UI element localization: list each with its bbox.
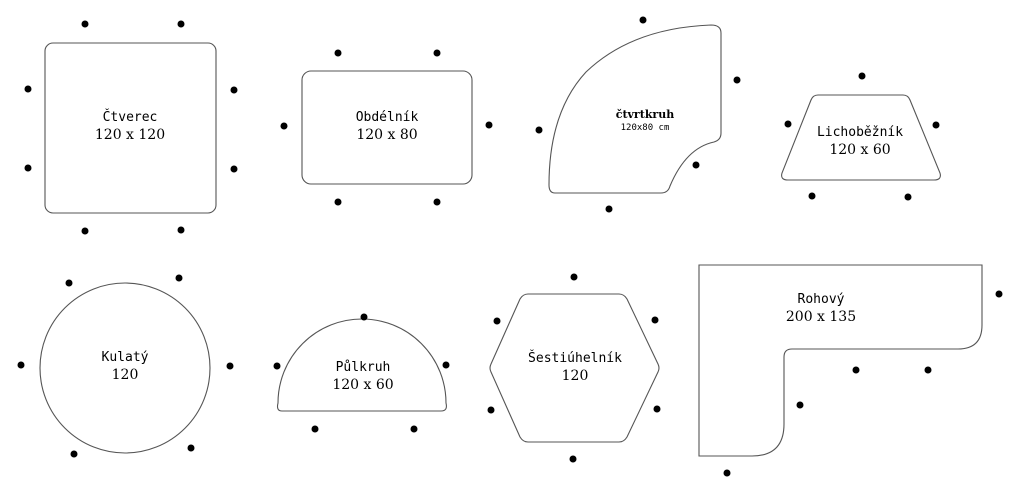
trapezoid-label: Lichoběžník 120 x 60 bbox=[817, 125, 903, 159]
seat bbox=[924, 366, 932, 374]
rectangle-label: Obdélník 120 x 80 bbox=[356, 110, 419, 144]
seat bbox=[65, 279, 73, 287]
table-corner bbox=[698, 264, 1003, 477]
rectangle-table-outline bbox=[301, 70, 473, 185]
seat bbox=[175, 274, 183, 282]
seat bbox=[796, 401, 804, 409]
table-name: Obdélník bbox=[355, 110, 419, 125]
seat bbox=[280, 122, 288, 130]
seat bbox=[784, 120, 792, 128]
seat bbox=[858, 72, 866, 80]
square-table-outline bbox=[44, 42, 217, 214]
seat bbox=[24, 85, 32, 93]
seat bbox=[570, 273, 578, 281]
seat bbox=[177, 20, 185, 28]
square-label: Čtverec 120 x 120 bbox=[95, 110, 165, 144]
table-round bbox=[17, 274, 234, 458]
table-name: Čtverec bbox=[102, 110, 158, 125]
seat bbox=[273, 362, 281, 370]
table-name: Šestiúhelník bbox=[528, 351, 622, 366]
seat bbox=[852, 366, 860, 374]
seat bbox=[493, 317, 501, 325]
seat bbox=[17, 361, 25, 369]
seat bbox=[433, 198, 441, 206]
quarter-circle-table-outline bbox=[548, 24, 722, 194]
hexagon-seats bbox=[487, 273, 661, 463]
table-quarter-circle bbox=[535, 16, 741, 213]
seat bbox=[733, 76, 741, 84]
table-name: Kulatý bbox=[101, 350, 149, 365]
seat bbox=[692, 161, 700, 169]
hexagon-label: Šestiúhelník 120 bbox=[528, 351, 622, 385]
seat bbox=[81, 227, 89, 235]
table-dimensions: 120 bbox=[561, 368, 589, 384]
quarter-circle-label: čtvrtkruh 120x80 cm bbox=[616, 108, 674, 134]
seat bbox=[360, 313, 368, 321]
rectangle-seats bbox=[280, 49, 493, 206]
round-table-outline bbox=[39, 282, 211, 454]
table-trapezoid bbox=[781, 72, 941, 201]
table-name: Půlkruh bbox=[335, 360, 391, 375]
table-name: Lichoběžník bbox=[816, 125, 904, 140]
seat bbox=[187, 444, 195, 452]
round-label: Kulatý 120 bbox=[102, 350, 149, 384]
table-dimensions: 120 x 80 bbox=[356, 127, 418, 143]
corner-table-outline bbox=[698, 264, 983, 457]
square-seats bbox=[24, 20, 238, 235]
table-dimensions: 120x80 cm bbox=[620, 123, 670, 133]
table-dimensions: 120 x 60 bbox=[829, 142, 891, 158]
table-hexagon bbox=[487, 273, 661, 463]
seat bbox=[433, 49, 441, 57]
seat bbox=[334, 49, 342, 57]
round-seats bbox=[17, 274, 234, 458]
seat bbox=[569, 455, 577, 463]
seat bbox=[651, 316, 659, 324]
seat bbox=[226, 362, 234, 370]
seat bbox=[410, 425, 418, 433]
seat bbox=[723, 469, 731, 477]
half-circle-seats bbox=[273, 313, 450, 433]
corner-seats bbox=[723, 290, 1003, 477]
corner-label: Rohový 200 x 135 bbox=[786, 292, 856, 326]
table-dimensions: 120 bbox=[111, 367, 139, 383]
table-square bbox=[24, 20, 238, 235]
seat bbox=[808, 192, 816, 200]
seat bbox=[24, 164, 32, 172]
seat bbox=[70, 450, 78, 458]
hexagon-table-outline bbox=[489, 293, 660, 443]
seat bbox=[81, 20, 89, 28]
table-dimensions: 120 x 120 bbox=[94, 127, 166, 143]
quarter-circle-seats bbox=[535, 16, 741, 213]
table-half-circle bbox=[273, 313, 450, 433]
seat bbox=[485, 121, 493, 129]
table-dimensions: 200 x 135 bbox=[785, 309, 857, 325]
seat bbox=[653, 405, 661, 413]
trapezoid-table-outline bbox=[781, 94, 941, 181]
seat bbox=[442, 361, 450, 369]
table-rectangle bbox=[280, 49, 493, 206]
seat bbox=[230, 165, 238, 173]
seat bbox=[311, 425, 319, 433]
trapezoid-seats bbox=[784, 72, 940, 201]
seat bbox=[487, 406, 495, 414]
half-circle-label: Půlkruh 120 x 60 bbox=[332, 360, 393, 394]
table-dimensions: 120 x 60 bbox=[332, 377, 394, 393]
seat bbox=[605, 205, 613, 213]
table-name: Rohový bbox=[797, 292, 845, 307]
seat bbox=[334, 198, 342, 206]
seat bbox=[177, 226, 185, 234]
seat bbox=[932, 121, 940, 129]
seat bbox=[639, 16, 647, 24]
seat bbox=[535, 126, 543, 134]
seat bbox=[904, 193, 912, 201]
seat bbox=[995, 290, 1003, 298]
table-name: čtvrtkruh bbox=[615, 108, 675, 121]
seat bbox=[230, 86, 238, 94]
